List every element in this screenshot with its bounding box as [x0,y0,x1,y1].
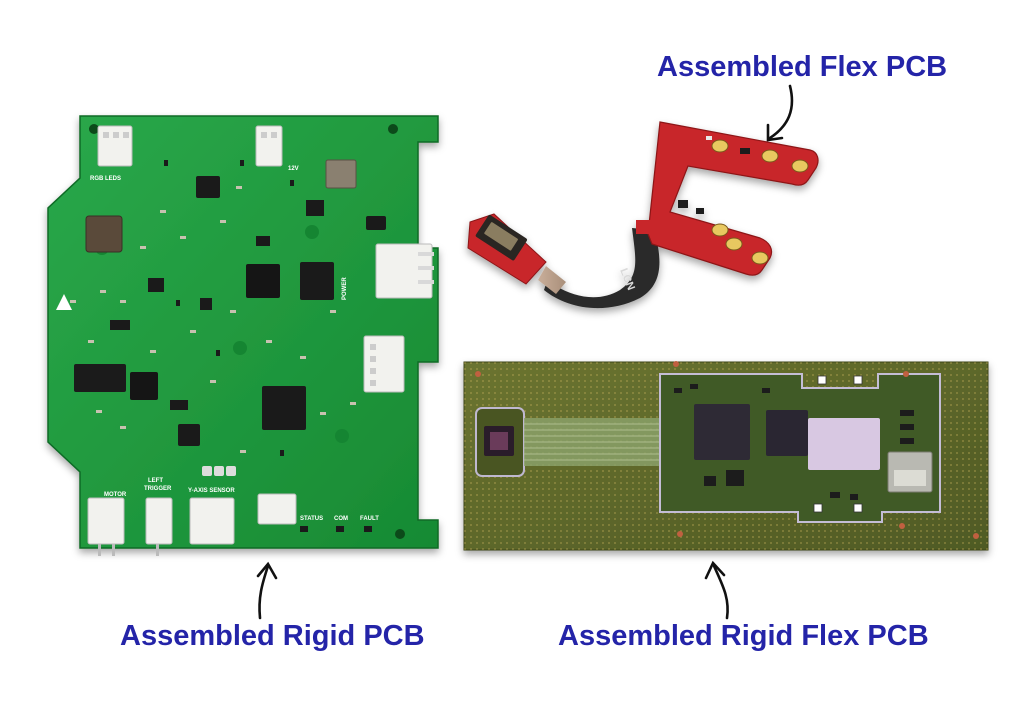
arrow-to-rigid-pcb [256,561,278,620]
board-logo-icon [56,294,72,310]
fault-label: FAULT [360,516,379,522]
com-label: COM [334,516,348,522]
arrow-to-flex-pcb [766,84,794,142]
power-label: POWER [342,277,348,300]
left-trigger-label: LEFT [148,478,163,484]
svg-text:TRIGGER: TRIGGER [144,486,172,492]
flex-pcb: LCN [467,121,819,309]
rigid-flex-pcb [463,361,989,551]
motor-label: MOTOR [104,492,127,498]
y-axis-sensor-label: Y-AXIS SENSOR [188,488,235,494]
rigid-pcb-caption: Assembled Rigid PCB [120,620,425,652]
status-label: STATUS [300,516,323,522]
arrow-to-rigid-flex-pcb [704,560,729,620]
rigid-flex-pcb-caption: Assembled Rigid Flex PCB [558,620,929,652]
rgb-leds-label: RGB LEDS [90,176,121,182]
flex-cable-label: LCN [617,267,637,293]
12v-label: 12V [288,166,299,172]
flex-pcb-caption: Assembled Flex PCB [657,51,948,83]
